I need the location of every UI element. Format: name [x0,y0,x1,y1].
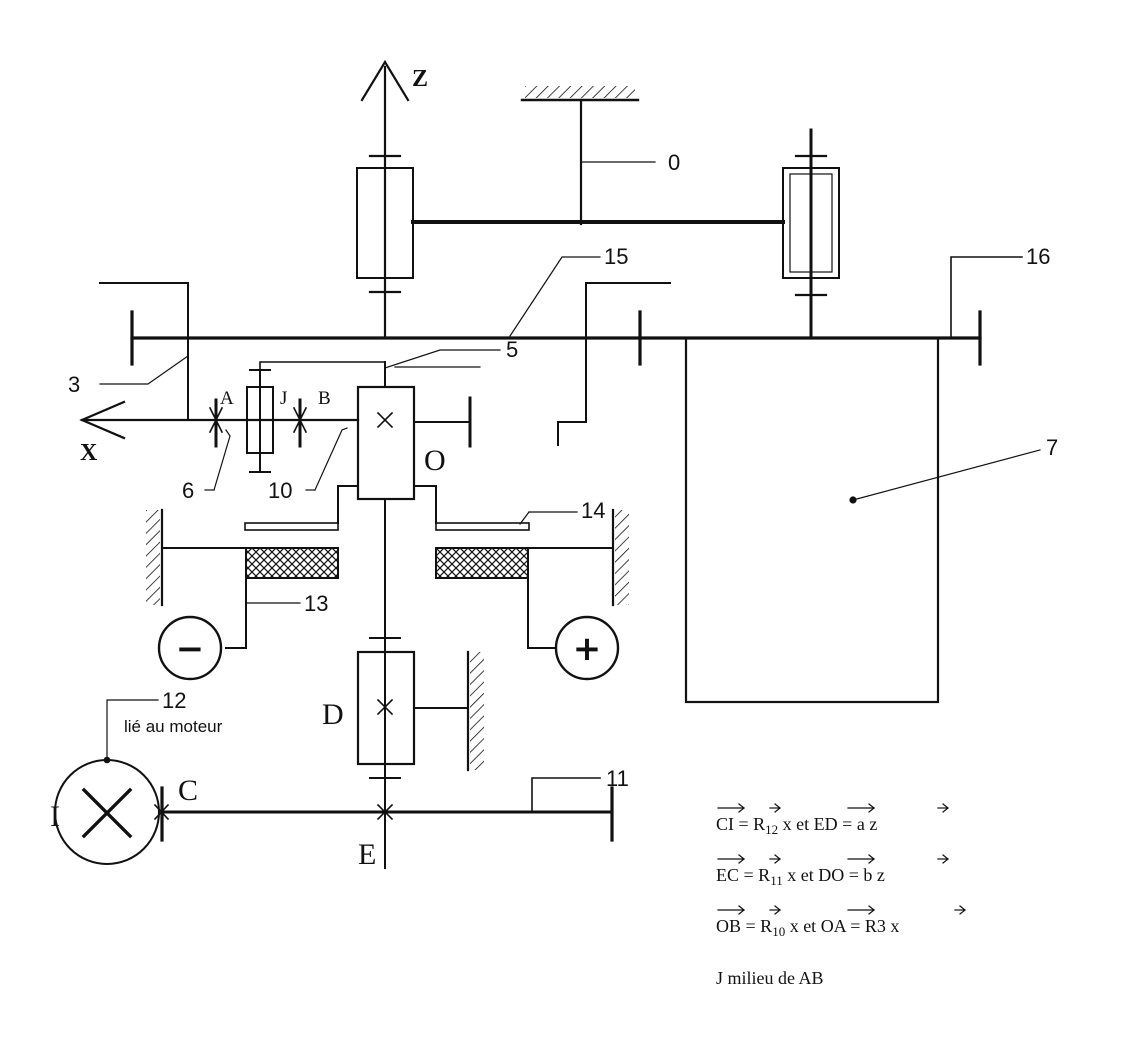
label-part-10: 10 [268,478,292,503]
label-point-J: J [280,388,287,409]
label-point-A: A [220,388,234,409]
label-part-16: 16 [1026,244,1050,269]
label-part-5: 5 [506,337,518,362]
axis-z-label: Z [412,66,428,92]
label-part-11: 11 [606,766,629,791]
motor-wheel-12 [54,699,170,865]
label-part-14: 14 [581,498,605,523]
label-part-13: 13 [304,591,328,616]
right-bracket-drop [557,282,587,446]
bearing-A [204,398,231,491]
equation-3: OB = R10 x et OA = R3 x [716,916,899,939]
vector-arrows [717,803,966,915]
axis-x-label: X [80,440,98,466]
label-point-B: B [318,388,331,409]
label-point-I: I [50,800,60,833]
terminal-minus [157,615,223,681]
label-point-E: E [358,838,376,871]
label-point-O: O [424,444,446,477]
label-point-C: C [178,774,198,807]
leader-5 [384,349,501,369]
equation-2: EC = R11 x et DO = b z [716,865,885,888]
body-3 [99,282,211,421]
disc-14 [244,485,578,531]
leader-16 [950,256,1023,339]
motor-note: lié au moteur [124,717,223,736]
minus-symbol: − [176,629,205,669]
pad-right [435,547,529,579]
plus-symbol: + [573,629,602,669]
note-J-midpoint: J milieu de AB [716,968,824,988]
top-right-bearing [782,128,840,340]
wire-minus [225,577,247,649]
bearing-B [292,398,348,491]
label-part-0: 0 [668,150,680,175]
label-point-D: D [322,698,344,731]
label-part-15: 15 [604,244,628,269]
terminal-plus [554,615,620,681]
main-shaft-15 [130,256,982,366]
equation-1: CI = R12 x et ED = a z [716,814,877,837]
bearing-D [356,637,484,779]
pad-left [245,547,339,579]
wire-plus [527,577,557,649]
label-part-7: 7 [1046,435,1058,460]
body-7 [684,336,1041,704]
planet-6 [246,361,386,473]
top-left-bearing [356,149,414,339]
label-part-12: 12 [162,688,186,713]
label-part-6: 6 [182,478,194,503]
shaft-11 [160,777,614,842]
frame-0-ground [520,86,656,226]
label-part-3: 3 [68,372,80,397]
central-gear-O [356,361,481,501]
